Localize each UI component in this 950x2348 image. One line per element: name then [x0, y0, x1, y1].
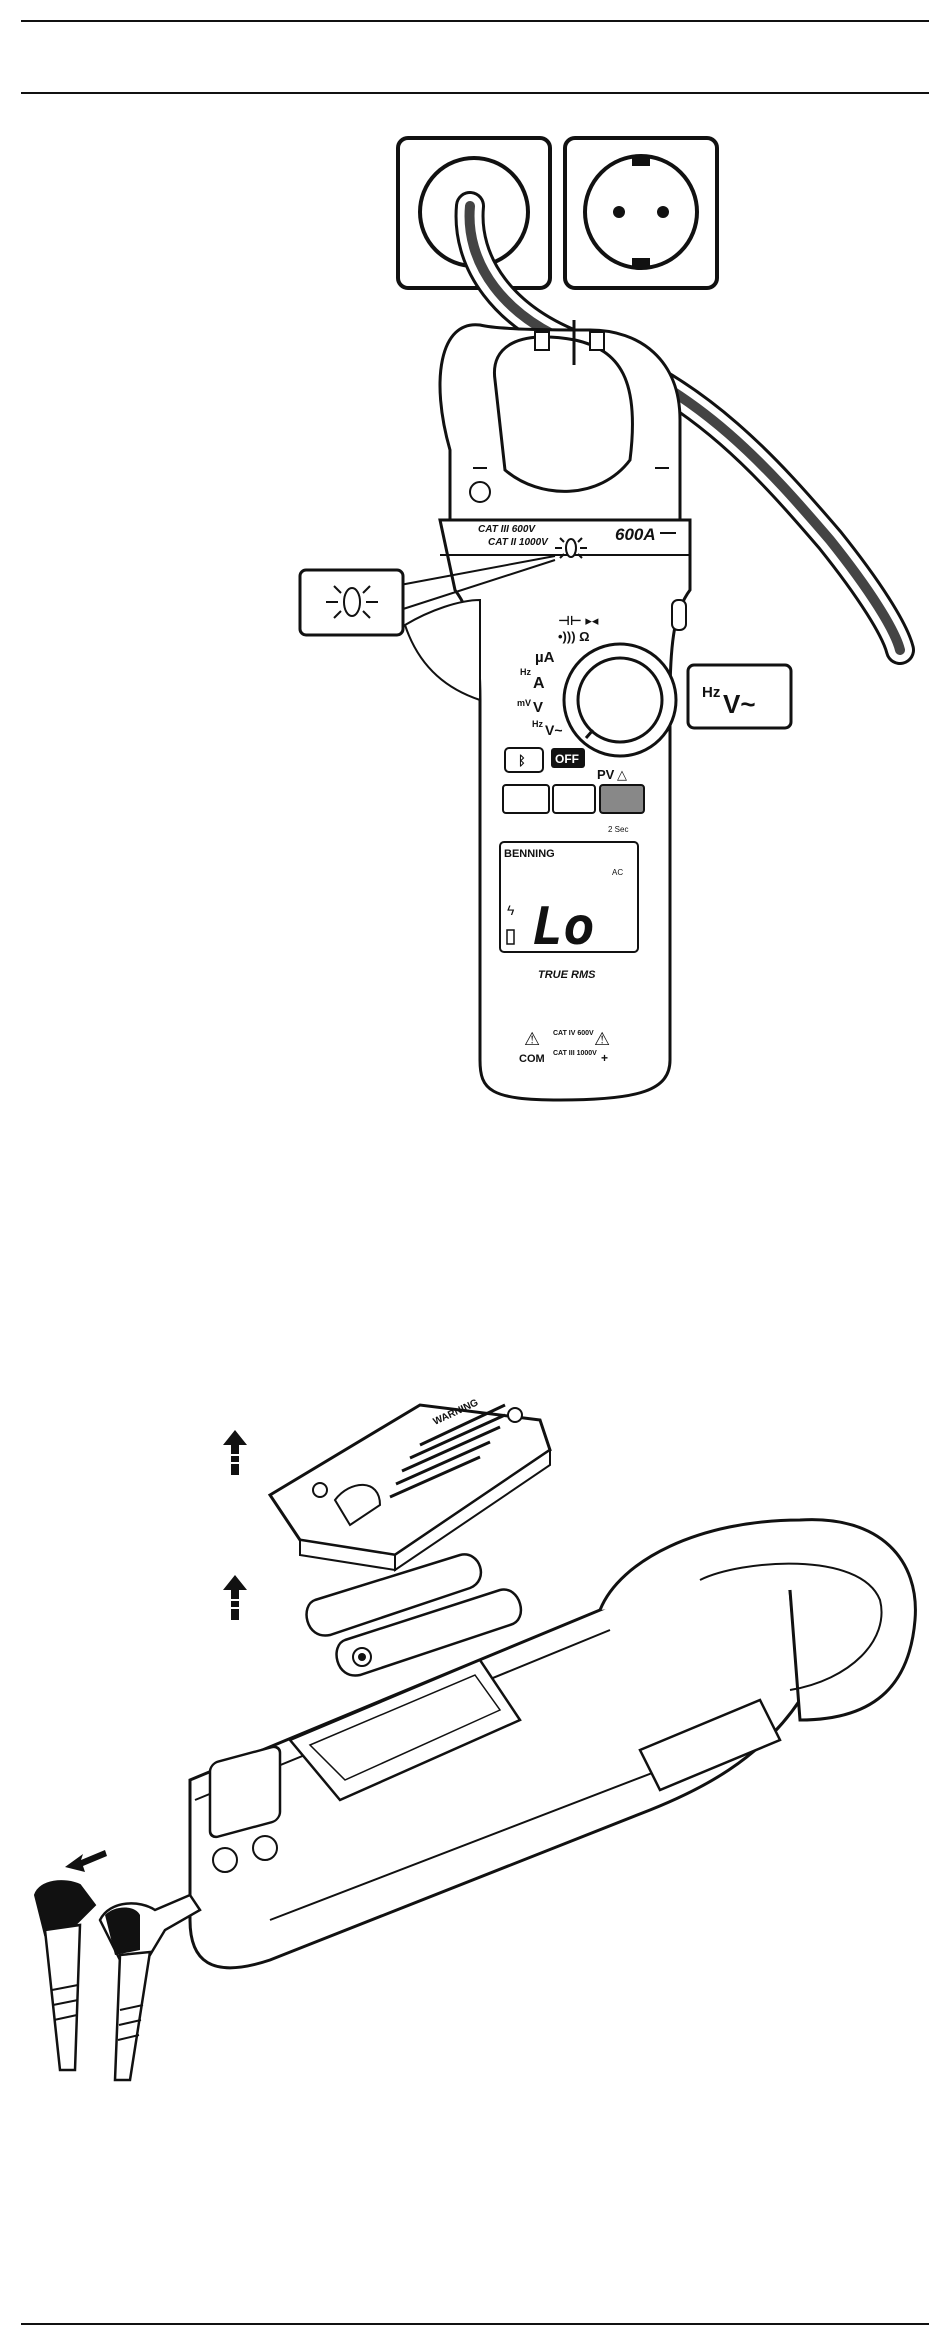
pull-arrow-icon — [65, 1850, 107, 1872]
battery-cover: WARNING — [270, 1397, 550, 1570]
up-arrow-icon — [223, 1575, 247, 1620]
up-arrow-icon — [223, 1430, 247, 1475]
test-lead-right — [100, 1895, 200, 2080]
test-lead-left — [35, 1881, 95, 2070]
